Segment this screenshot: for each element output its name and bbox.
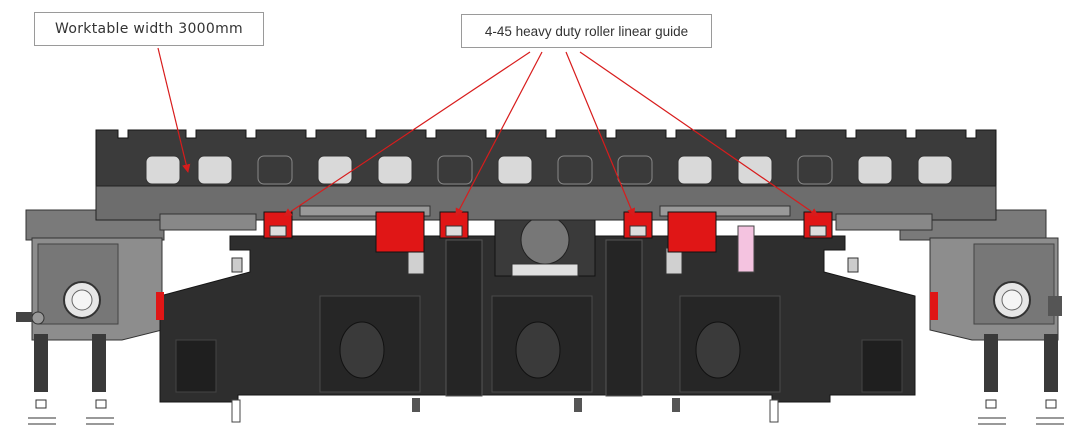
left-side-frame xyxy=(16,209,165,425)
linear-guide-label: 4-45 heavy duty roller linear guide xyxy=(461,14,712,48)
guide-arrow-2 xyxy=(455,51,543,217)
red-drive-block-right xyxy=(667,211,717,253)
machine-base xyxy=(156,235,938,423)
guide-arrow-4 xyxy=(579,51,819,217)
guide-arrow-1 xyxy=(283,51,531,217)
worktable-width-label: Worktable width 3000mm xyxy=(34,12,264,46)
worktable xyxy=(95,129,997,231)
worktable-arrow xyxy=(157,47,191,173)
callout-arrows xyxy=(157,47,819,217)
guide-arrow-3 xyxy=(565,51,635,217)
red-drive-block-left xyxy=(375,211,425,253)
right-side-frame xyxy=(899,209,1064,425)
